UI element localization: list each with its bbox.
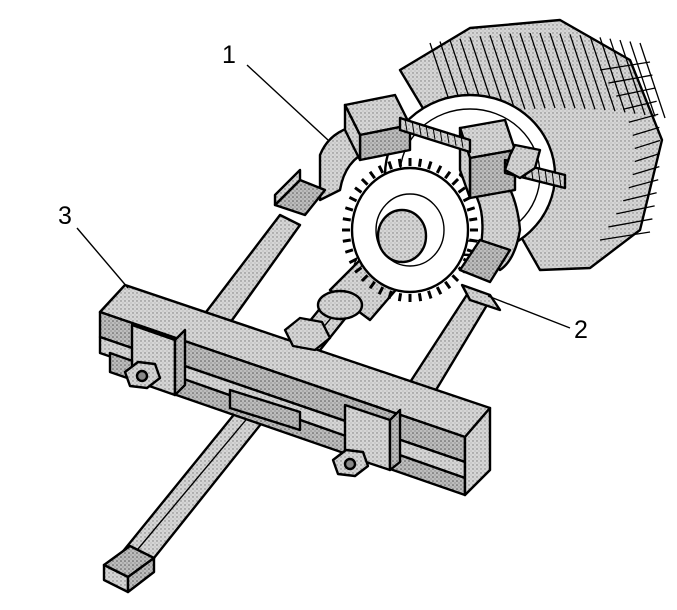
pinion-tooth: [344, 206, 354, 212]
callout-1: 1: [222, 41, 236, 69]
gear-tooth-line: [628, 179, 659, 189]
pinion-gear: [342, 158, 478, 302]
pinion-tooth: [427, 161, 433, 170]
pinion-tooth: [342, 217, 351, 222]
hex-nut-right: [331, 448, 370, 478]
pinion-tooth: [469, 238, 478, 243]
pinion-tooth: [435, 286, 443, 295]
pinion-tooth: [435, 165, 443, 174]
wing-nut: [503, 143, 542, 180]
pinion-tooth: [354, 186, 363, 194]
gear-tooth-line: [632, 165, 660, 176]
bolt-thread: [425, 125, 429, 138]
gear-tooth-line: [509, 33, 536, 109]
gear-tooth-line: [639, 42, 666, 119]
pinion-tooth: [377, 165, 385, 174]
gear-tooth-line: [619, 39, 646, 116]
gear-tooth-line: [499, 34, 526, 110]
pinion-tooth: [451, 178, 460, 186]
puller-leg-left: [198, 168, 327, 332]
gear-tooth-line: [559, 33, 586, 109]
pinion-tooth: [368, 170, 376, 180]
gear-tooth-line: [599, 37, 626, 113]
gear-tooth-line: [616, 87, 655, 97]
pinion-tooth: [397, 292, 403, 302]
pinion-tooth: [397, 158, 403, 168]
bearing-separator: [318, 93, 522, 272]
gear-tooth-line: [479, 35, 506, 112]
callout-3: 3: [58, 202, 72, 230]
gear-tooth-line: [623, 192, 657, 202]
gear-tooth-line: [549, 33, 576, 109]
bolt-thread: [544, 168, 548, 185]
gear-tooth-line: [599, 61, 651, 71]
pinion-tooth: [360, 274, 369, 282]
bolt-thread: [439, 129, 443, 142]
pinion-tooth: [360, 178, 369, 186]
pinion-tooth: [469, 217, 478, 222]
gear-tooth-line: [616, 205, 655, 215]
pinion-tooth: [451, 274, 460, 282]
gear-tooth-line: [539, 32, 566, 109]
bolt-thread: [453, 133, 457, 146]
gear-tooth-line: [529, 32, 556, 109]
pinion-tooth: [444, 280, 452, 290]
pinion-tooth: [417, 158, 423, 168]
gear-tooth-line: [632, 126, 660, 137]
hex-nut-center: [283, 316, 332, 352]
puller-crossbar: [98, 283, 492, 497]
bolt-thread: [460, 135, 464, 148]
gear-tooth-line: [609, 38, 636, 114]
pinion-tooth: [368, 280, 376, 290]
callout-2: 2: [574, 316, 588, 344]
gear-tooth-line: [634, 152, 661, 163]
bolt-thread: [432, 127, 436, 140]
pinion-tooth: [387, 290, 393, 299]
pinion-tooth: [417, 292, 423, 302]
bolt-thread: [418, 123, 422, 136]
pinion-tooth: [444, 170, 452, 180]
pinion-tooth: [348, 195, 358, 203]
separator-bolt: [398, 116, 567, 190]
bolt-thread: [551, 170, 555, 186]
gear-tooth-line: [599, 231, 651, 241]
pinion-tooth: [457, 186, 466, 194]
gear-tooth-line: [634, 139, 661, 150]
pinion-tooth: [387, 161, 393, 170]
puller-leg-right: [403, 238, 512, 402]
leader-line-2: [487, 295, 571, 329]
gear-tooth-line: [608, 74, 653, 84]
pinion-tooth: [427, 290, 433, 299]
pinion-tooth: [348, 257, 358, 265]
gear-tooth-line: [589, 35, 616, 112]
pinion-tooth: [377, 286, 385, 295]
pinion-tooth: [466, 206, 476, 212]
gear-tooth-line: [569, 34, 596, 110]
hex-nut-left: [123, 360, 162, 390]
pinion-tooth: [344, 248, 354, 254]
pinion-tooth: [354, 266, 363, 274]
gear-tooth-line: [608, 218, 653, 228]
leader-line-3: [76, 227, 129, 289]
gear-tooth-line: [489, 34, 516, 111]
gear-tooth-line: [623, 100, 657, 110]
bolt-thread: [411, 121, 415, 134]
bolt-thread: [537, 167, 541, 183]
bolt-thread: [558, 172, 562, 188]
gear-tooth-line: [519, 33, 546, 109]
gear-tooth-line: [629, 41, 656, 117]
bolt-thread: [404, 118, 408, 132]
leader-line-1: [246, 64, 329, 141]
gear-tooth-line: [579, 34, 606, 111]
bolt-thread: [446, 131, 450, 144]
gear-tooth-line: [628, 113, 659, 123]
pinion-tooth: [342, 238, 351, 243]
